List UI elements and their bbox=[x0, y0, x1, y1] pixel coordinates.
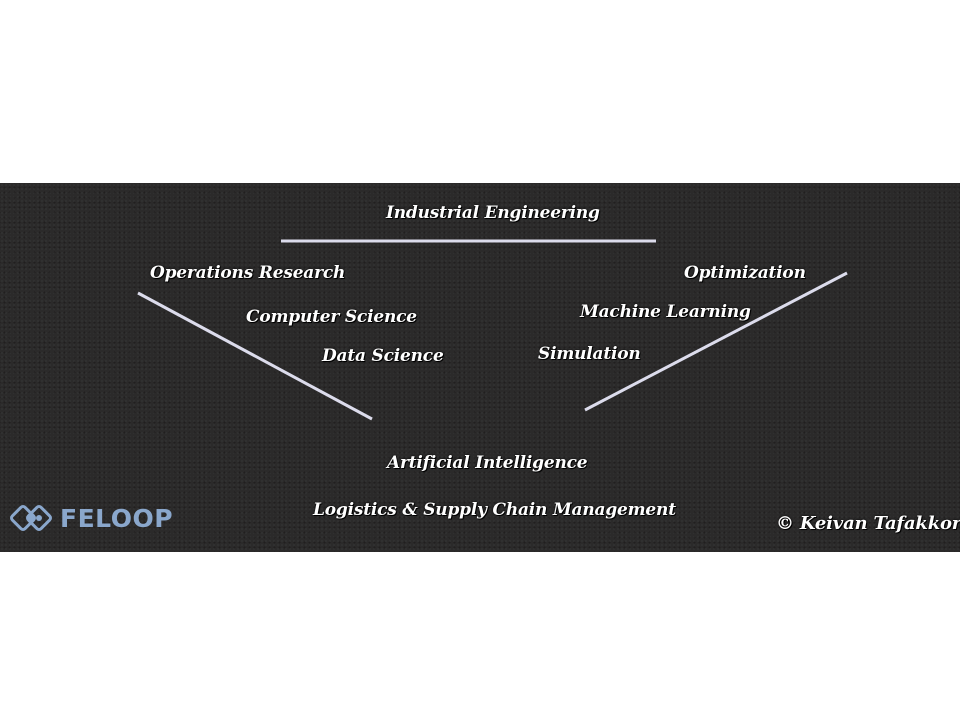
term-optimization: Optimization bbox=[684, 263, 806, 283]
term-industrial-engineering: Industrial Engineering bbox=[386, 203, 600, 223]
copyright-credit: © Keivan Tafakkori bbox=[776, 513, 960, 534]
banner: Industrial Engineering Operations Resear… bbox=[0, 183, 960, 552]
term-data-science: Data Science bbox=[322, 346, 444, 366]
right-diagonal-line bbox=[584, 271, 848, 412]
term-operations-research: Operations Research bbox=[150, 263, 346, 283]
feloop-logo-icon bbox=[10, 505, 52, 531]
logo-text: FELOOP bbox=[60, 504, 174, 533]
diagram-lines bbox=[137, 239, 848, 421]
left-diagonal-line bbox=[137, 291, 373, 421]
term-machine-learning: Machine Learning bbox=[580, 302, 751, 322]
term-logistics-supply-chain: Logistics & Supply Chain Management bbox=[313, 500, 676, 520]
term-computer-science: Computer Science bbox=[246, 307, 417, 327]
term-artificial-intelligence: Artificial Intelligence bbox=[387, 453, 588, 473]
term-simulation: Simulation bbox=[538, 344, 641, 364]
feloop-logo: FELOOP bbox=[10, 503, 174, 535]
